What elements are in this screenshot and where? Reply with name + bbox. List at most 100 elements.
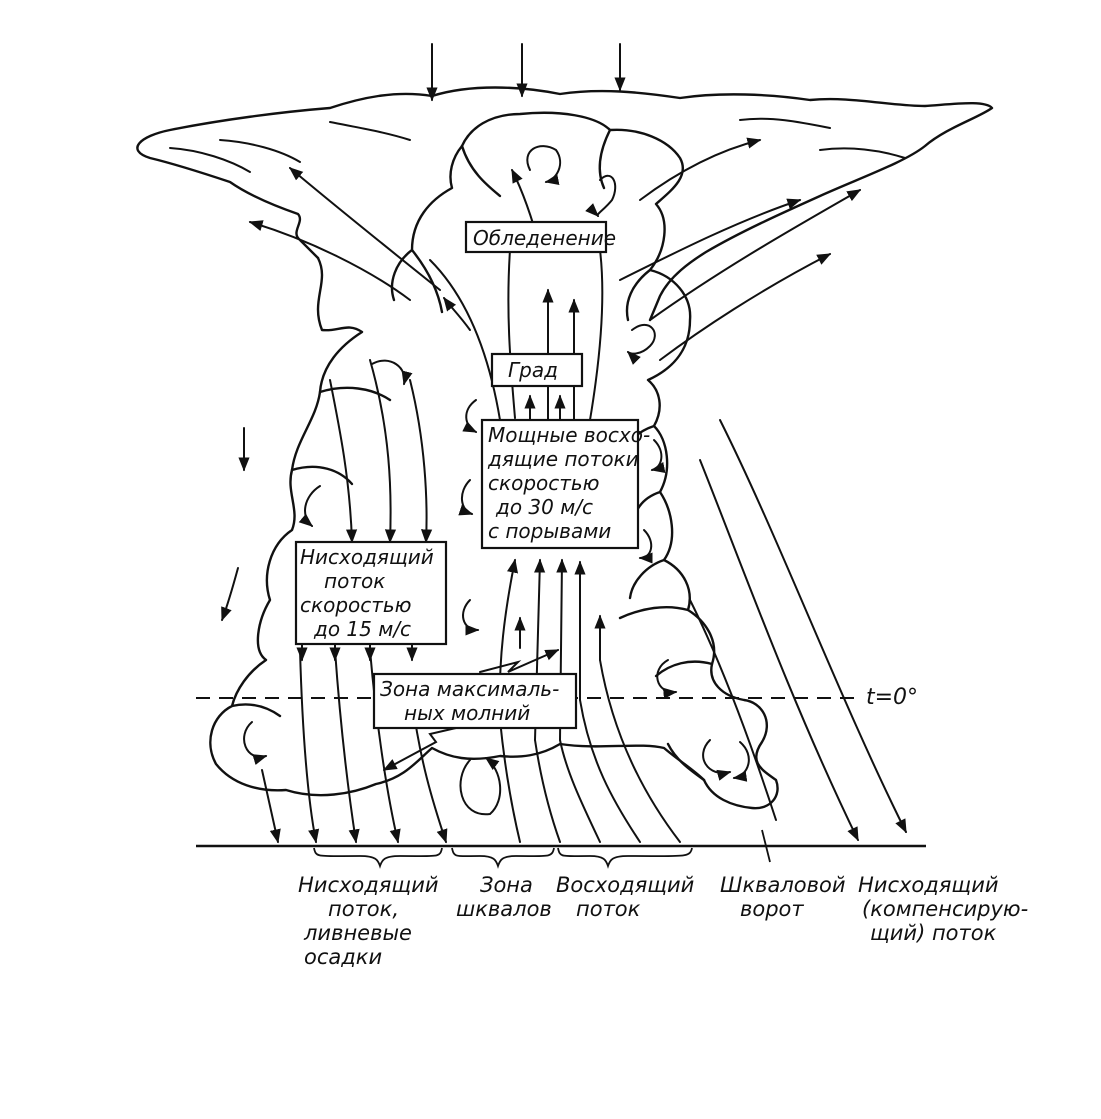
anvil-wisp <box>819 147 906 159</box>
billow <box>598 128 612 190</box>
billow <box>410 248 444 314</box>
brace-upflow <box>557 847 693 869</box>
updraft-line-4: до 30 м/с <box>495 495 593 519</box>
eddy <box>462 599 480 636</box>
precip-line <box>369 649 401 844</box>
billow <box>666 742 706 782</box>
billow <box>318 386 392 402</box>
outflow-arrow <box>649 189 862 321</box>
label-squall-collar: Шкваловой ворот <box>720 873 846 921</box>
squall-collar-line-2: ворот <box>740 897 804 921</box>
eddy <box>243 721 268 765</box>
outside-downflow-arrow <box>221 567 239 622</box>
lightning-box: Зона максималь- ных молний <box>372 672 578 730</box>
precip-line <box>334 649 360 844</box>
billow <box>654 660 714 678</box>
outflow-arrow <box>659 253 832 361</box>
hail-label: Град <box>508 358 558 382</box>
anvil-wisp <box>169 147 251 173</box>
label-downflow-precip: Нисходящий поток, ливневые осадки <box>298 873 439 969</box>
eddy <box>298 485 321 527</box>
downflow-precip-line-4: осадки <box>304 945 382 969</box>
lightning-line-2: ных молний <box>404 701 530 725</box>
billow <box>290 465 354 486</box>
compensating-flow-line <box>699 459 859 842</box>
precip-line <box>261 769 281 844</box>
lightning-line-1: Зона максималь- <box>380 677 559 701</box>
hail-box: Град <box>490 352 584 388</box>
lightning-bolt <box>479 649 560 673</box>
ground-updraft-line <box>579 699 641 843</box>
eddy <box>462 399 478 433</box>
downdraft-line-2: поток <box>324 569 385 593</box>
updraft-line-5: с порывами <box>488 519 611 543</box>
icing-box: Обледенение <box>464 220 616 254</box>
label-compensating: Нисходящий (компенсирую- щий) поток <box>858 873 1028 945</box>
anvil-wisp <box>329 121 411 141</box>
downdraft-line-1: Нисходящий <box>300 545 434 569</box>
eddy <box>650 439 666 474</box>
billow <box>625 268 652 322</box>
squall-collar-line-1: Шкваловой <box>720 873 846 897</box>
eddy <box>732 741 750 782</box>
isotherm-label: t=0° <box>866 685 918 710</box>
squall-zone-line-1: Зона <box>480 873 533 897</box>
eddy <box>627 323 656 365</box>
eddy <box>656 659 678 699</box>
compensating-flow-line <box>689 599 777 821</box>
cloud-body-outline <box>209 111 779 810</box>
updraft-box: Мощные восхо- дящие потоки скоростью до … <box>480 418 650 550</box>
downflow-precip-line-1: Нисходящий <box>298 873 439 897</box>
eddy <box>638 529 653 564</box>
lightning-bolt <box>382 727 457 771</box>
precip-line <box>299 649 320 844</box>
compensating-line-3: щий) поток <box>870 921 997 945</box>
downdraft-line <box>369 359 397 544</box>
compensating-flow-line <box>719 419 907 834</box>
ground-updraft-line <box>559 739 601 843</box>
brace-downflow <box>313 847 443 869</box>
billow <box>628 558 666 600</box>
updraft-line <box>429 259 501 421</box>
outflow-arrow <box>619 198 802 281</box>
billow <box>618 605 690 620</box>
updraft-line-3: скоростью <box>488 471 600 495</box>
billow <box>460 144 502 198</box>
compensating-line-1: Нисходящий <box>858 873 999 897</box>
brace-collar <box>761 829 771 863</box>
outflow-arrow <box>639 137 762 201</box>
downdraft-line-3: скоростью <box>300 593 412 617</box>
anvil-outline <box>136 86 994 322</box>
compensating-line-2: (компенсирую- <box>862 897 1028 921</box>
downdraft-line-4: до 15 м/с <box>313 617 411 641</box>
label-squall-zone: Зона шквалов <box>456 873 552 921</box>
updraft-line <box>443 296 471 331</box>
ground-updraft-line <box>534 739 561 843</box>
updraft-line-1: Мощные восхо- <box>488 423 650 447</box>
label-upflow: Восходящий поток <box>556 873 694 921</box>
downflow-precip-line-2: поток, <box>328 897 399 921</box>
downflow-precip-line-3: ливневые <box>303 921 412 945</box>
updraft-line-2: дящие потоки <box>487 447 639 471</box>
ground-updraft-line <box>599 659 681 843</box>
anvil-wisp <box>219 139 301 163</box>
updraft-line <box>507 249 516 419</box>
upflow-line-2: поток <box>576 897 641 921</box>
ground-updraft-line <box>499 719 521 843</box>
eddy <box>371 359 413 386</box>
downdraft-box: Нисходящий поток скоростью до 15 м/с <box>294 540 448 646</box>
eddy <box>526 145 562 186</box>
squall-zone-line-2: шквалов <box>456 897 552 921</box>
outflow-arrow <box>248 220 411 301</box>
eddy <box>585 174 617 217</box>
icing-label: Обледенение <box>473 226 616 250</box>
upflow-line-1: Восходящий <box>556 873 694 897</box>
eddy <box>459 757 502 816</box>
eddy <box>702 739 732 781</box>
anvil-wisp <box>739 117 831 129</box>
downdraft-line <box>329 379 358 544</box>
updraft-line <box>589 249 604 421</box>
downdraft-line <box>409 379 433 544</box>
billow <box>230 703 282 718</box>
